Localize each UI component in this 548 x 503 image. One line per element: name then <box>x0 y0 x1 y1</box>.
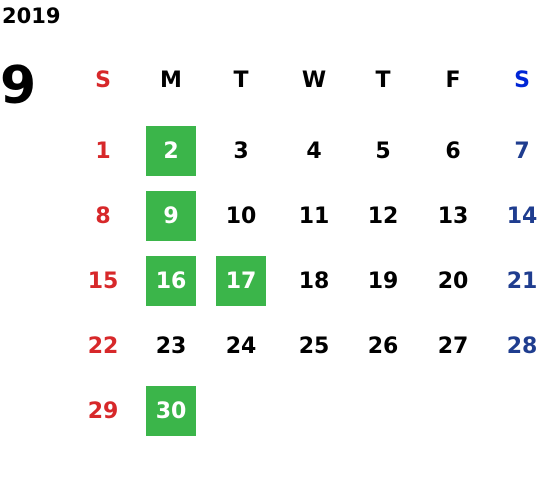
day-cell-22[interactable]: 22 <box>87 333 119 359</box>
day-cell-4[interactable]: 4 <box>306 138 322 164</box>
day-cell-17[interactable]: 17 <box>216 256 266 306</box>
year-label: 2019 <box>2 4 61 28</box>
day-cell-20[interactable]: 20 <box>437 268 469 294</box>
day-cell-9[interactable]: 9 <box>146 191 196 241</box>
day-cell-8[interactable]: 8 <box>95 203 111 229</box>
day-cell-10[interactable]: 10 <box>225 203 257 229</box>
day-cell-6[interactable]: 6 <box>445 138 461 164</box>
day-cell-25[interactable]: 25 <box>298 333 330 359</box>
day-cell-7[interactable]: 7 <box>514 138 530 164</box>
day-cell-5[interactable]: 5 <box>375 138 391 164</box>
day-cell-15[interactable]: 15 <box>87 268 119 294</box>
day-cell-18[interactable]: 18 <box>298 268 330 294</box>
day-cell-12[interactable]: 12 <box>367 203 399 229</box>
day-cell-29[interactable]: 29 <box>87 398 119 424</box>
day-cell-28[interactable]: 28 <box>506 333 538 359</box>
day-cell-16[interactable]: 16 <box>146 256 196 306</box>
day-cell-11[interactable]: 11 <box>298 203 330 229</box>
day-cell-27[interactable]: 27 <box>437 333 469 359</box>
day-cell-24[interactable]: 24 <box>225 333 257 359</box>
day-cell-23[interactable]: 23 <box>155 333 187 359</box>
day-cell-1[interactable]: 1 <box>95 138 111 164</box>
weekday-sat: S <box>514 68 530 93</box>
day-cell-30[interactable]: 30 <box>146 386 196 436</box>
day-cell-26[interactable]: 26 <box>367 333 399 359</box>
weekday-sun: S <box>95 68 111 93</box>
weekday-wed: W <box>301 68 327 93</box>
day-cell-13[interactable]: 13 <box>437 203 469 229</box>
day-cell-14[interactable]: 14 <box>506 203 538 229</box>
weekday-mon: M <box>160 68 182 93</box>
weekday-thu: T <box>375 68 391 93</box>
day-cell-3[interactable]: 3 <box>233 138 249 164</box>
day-cell-19[interactable]: 19 <box>367 268 399 294</box>
month-number: 9 <box>0 56 37 116</box>
weekday-fri: F <box>445 68 461 93</box>
weekday-tue: T <box>233 68 249 93</box>
day-cell-21[interactable]: 21 <box>506 268 538 294</box>
day-cell-2[interactable]: 2 <box>146 126 196 176</box>
